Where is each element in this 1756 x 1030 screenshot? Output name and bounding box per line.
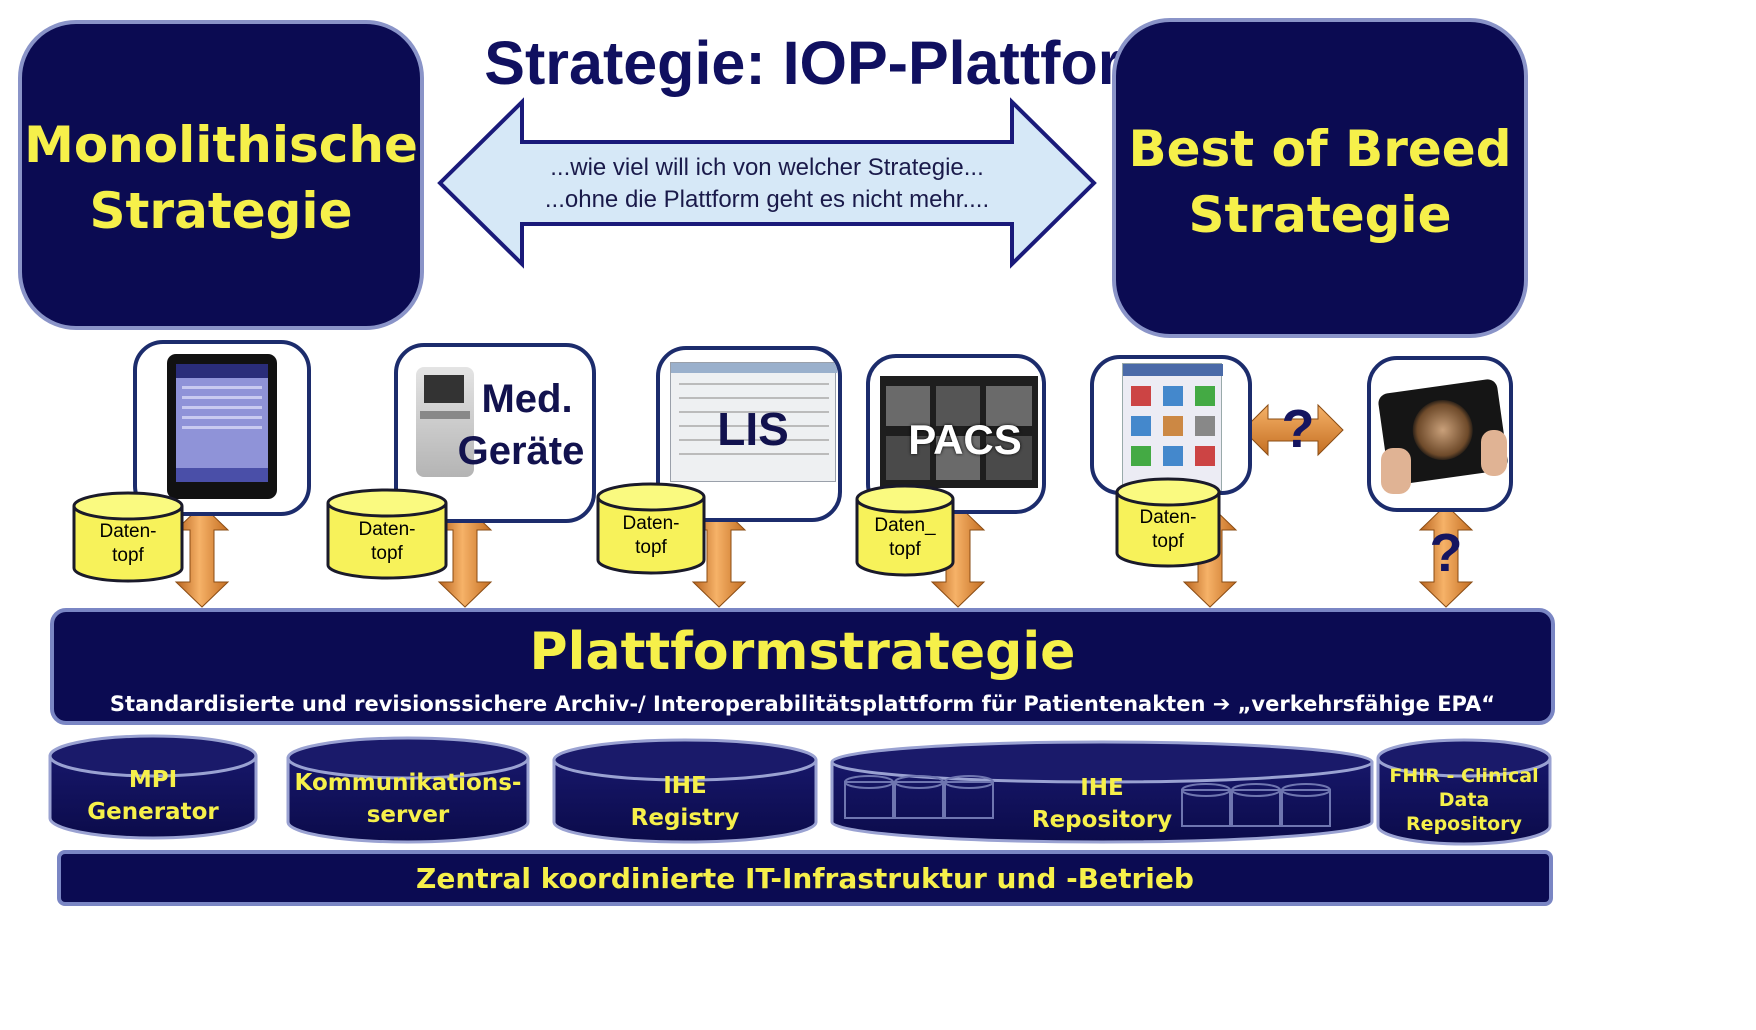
orange-arrow-6 <box>1418 504 1474 608</box>
datentopf-label-2: Daten-topf <box>358 519 416 564</box>
datentopf-cylinder-3 <box>596 482 706 575</box>
ultrasound-device-icon <box>416 367 474 477</box>
datentopf-label-1: Daten-topf <box>99 521 157 566</box>
med-devices-line2: Geräte <box>457 429 585 473</box>
brain-tablet-card <box>1367 356 1513 512</box>
best-of-breed-line1: Best of Breed <box>1128 120 1512 178</box>
datentopf-cylinder-2 <box>326 488 448 580</box>
datentopf-label-4: Daten_topf <box>874 515 936 560</box>
datentopf-cylinder-5 <box>1115 477 1221 568</box>
best-of-breed-box: Best of Breed Strategie <box>1112 18 1528 338</box>
database-fhir-repository <box>1376 738 1552 846</box>
lis-screenshot-icon <box>670 362 837 482</box>
datentopf-label-5: Daten-topf <box>1139 507 1197 552</box>
database-ihe-repository <box>830 740 1374 844</box>
platform-subtitle: Standardisierte und revisionssichere Arc… <box>109 692 1496 716</box>
database-mpi-generator <box>48 734 258 840</box>
datentopf-cylinder-4 <box>855 484 955 577</box>
monolithic-strategy-box: Monolithische Strategie <box>18 20 424 330</box>
platform-band: Plattformstrategie Standardisierte und r… <box>50 608 1555 725</box>
med-devices-line1: Med. <box>481 377 573 421</box>
question-mark-below: ? <box>1429 523 1463 583</box>
footer-band: Zentral koordinierte IT-Infrastruktur un… <box>57 850 1553 906</box>
pacs-label: PACS <box>908 416 1022 463</box>
double-arrow <box>437 97 1097 269</box>
med-devices-card: Med. Geräte <box>394 343 596 523</box>
lis-label: LIS <box>717 403 789 455</box>
best-of-breed-line2: Strategie <box>1188 186 1452 244</box>
arrow-text-line2: ...ohne die Plattform geht es nicht mehr… <box>544 186 990 213</box>
pacs-screenshot-icon <box>880 376 1038 488</box>
orange-arrow-1 <box>174 504 230 608</box>
monolithic-strategy-line1: Monolithische <box>24 116 418 174</box>
footer-text: Zentral koordinierte IT-Infrastruktur un… <box>416 862 1194 895</box>
database-ihe-registry <box>552 738 818 844</box>
page-title: Strategie: IOP-Plattform <box>484 29 1176 97</box>
db-label-kommunikationsserver: Kommunikations-server <box>294 770 522 828</box>
arrow-text-line1: ...wie viel will ich von welcher Strateg… <box>550 154 984 181</box>
datentopf-cylinder-1 <box>72 491 184 583</box>
tablet-card <box>133 340 311 516</box>
question-mark-between: ? <box>1281 399 1315 459</box>
monolithic-strategy-line2: Strategie <box>89 182 353 240</box>
tablet-icon <box>167 354 277 499</box>
orange-arrow-2 <box>437 504 493 608</box>
platform-title: Plattformstrategie <box>529 622 1076 682</box>
database-kommunikationsserver <box>286 736 530 844</box>
datentopf-label-3: Daten-topf <box>622 513 680 558</box>
orange-horizontal-arrow <box>1242 403 1344 457</box>
